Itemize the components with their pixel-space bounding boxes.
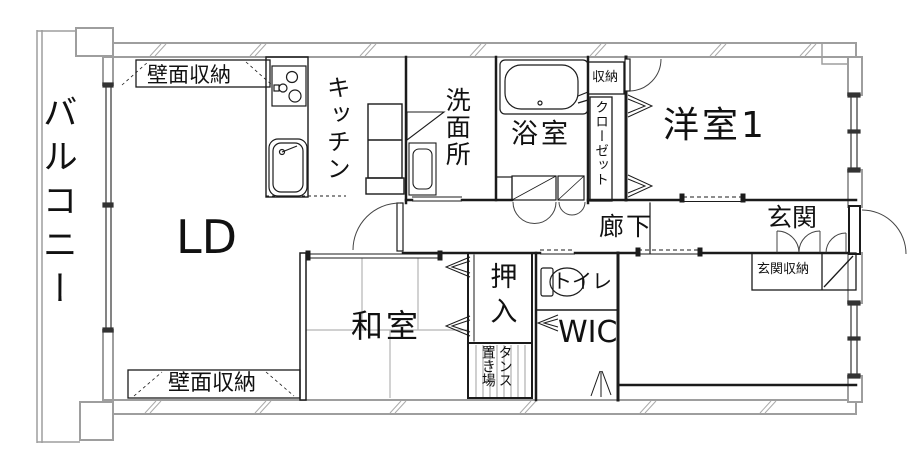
room1-door-leaf <box>624 58 631 92</box>
label-walk-in-closet: WIC <box>558 315 618 350</box>
washroom-door-arc <box>558 201 586 216</box>
label-living-dining: LD <box>176 210 238 264</box>
label-japanese-room: 和室 <box>351 307 422 345</box>
ld-door-leaf <box>396 202 404 252</box>
label-bathroom: 浴室 <box>511 119 571 150</box>
room1-door-arc <box>629 58 662 92</box>
kitchen-sink-icon <box>268 138 308 197</box>
exterior-walls <box>75 27 863 441</box>
label-wall-storage-top: 壁面収納 <box>147 63 231 87</box>
stove-icon <box>271 65 307 107</box>
label-entrance-storage: 玄関収納 <box>757 262 810 277</box>
wall-hatches <box>144 43 817 414</box>
door-arcs <box>352 58 907 255</box>
label-kitchen: キッチン <box>322 75 351 183</box>
washing-machine-icon <box>406 111 446 196</box>
entrance-door-leaf <box>848 205 861 255</box>
toilet-icon <box>540 267 585 297</box>
bath-door-arc <box>512 201 557 224</box>
label-storage: 収納 <box>592 70 619 85</box>
label-western-room-1: 洋室1 <box>663 105 767 146</box>
label-oshiire-closet: 押入 <box>485 262 517 332</box>
label-tansu-space: タンス置き場 <box>479 345 513 387</box>
storage-boxes <box>121 59 857 399</box>
entrance-door-arc <box>861 209 907 255</box>
label-hallway: 廊下 <box>599 212 654 241</box>
balcony-railing <box>36 30 848 443</box>
label-entrance: 玄関 <box>767 203 818 232</box>
tansu-stripes <box>475 345 526 397</box>
ld-door-arc <box>352 202 401 251</box>
tatami-lines <box>306 258 468 398</box>
label-closet: クローゼット <box>592 100 609 187</box>
bathtub-icon <box>499 59 589 115</box>
label-balcony: バルコニー <box>36 94 77 314</box>
closet-fold-marks <box>444 94 654 397</box>
sliding-doors <box>305 193 746 261</box>
windows <box>102 82 861 379</box>
label-toilet: トイレ <box>552 269 612 293</box>
label-washroom: 洗面所 <box>442 87 472 168</box>
label-wall-storage-bottom: 壁面収納 <box>168 371 257 396</box>
